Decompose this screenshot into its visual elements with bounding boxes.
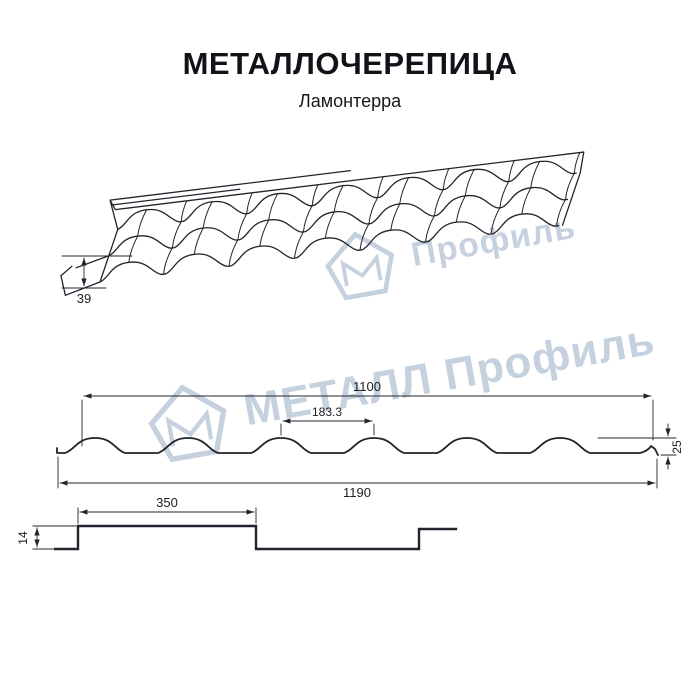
wave-profile (56, 437, 659, 456)
dim-profile-height-label: 25 (670, 440, 684, 454)
dim-step-height-label: 14 (16, 531, 30, 545)
dim-module-length: 350 (77, 495, 257, 524)
dim-cover-width-label: 1100 (353, 379, 381, 394)
dim-step-height: 14 (16, 525, 77, 550)
dim-cover-width: 1100 (81, 379, 654, 447)
crest-lines (128, 161, 541, 263)
cross-section-view: 1100 183.3 25 1190 (56, 379, 684, 500)
valley-lines (163, 152, 581, 275)
dim-wave-pitch-label: 183.3 (312, 405, 342, 419)
tile-row-back (117, 160, 577, 231)
watermark-top: Профиль (316, 189, 581, 308)
page-title: МЕТАЛЛОЧЕРЕПИЦА (182, 46, 518, 81)
dim-module-length-label: 350 (156, 495, 178, 510)
dim-overall-width: 1190 (57, 456, 658, 500)
tile-row-front (99, 213, 560, 283)
dim-overall-width-label: 1190 (343, 485, 371, 500)
step-profile (53, 524, 458, 551)
longitudinal-step-view: 350 14 (16, 495, 458, 551)
dim-profile-height: 25 (597, 423, 684, 470)
header: МЕТАЛЛОЧЕРЕПИЦА Ламонтерра (0, 46, 700, 112)
dim-eave-height: 39 (61, 255, 133, 306)
dim-eave-height-label: 39 (77, 291, 91, 306)
metall-profil-logo-icon (325, 231, 395, 301)
sheet-edges (60, 151, 585, 296)
dim-wave-pitch: 183.3 (280, 405, 375, 436)
tile-row-middle (108, 186, 569, 257)
watermark-middle: МЕТАЛЛ Профиль (139, 297, 662, 471)
perspective-view: 39 (60, 151, 585, 306)
page-subtitle: Ламонтерра (298, 91, 402, 111)
metall-profil-logo-icon (148, 384, 227, 463)
